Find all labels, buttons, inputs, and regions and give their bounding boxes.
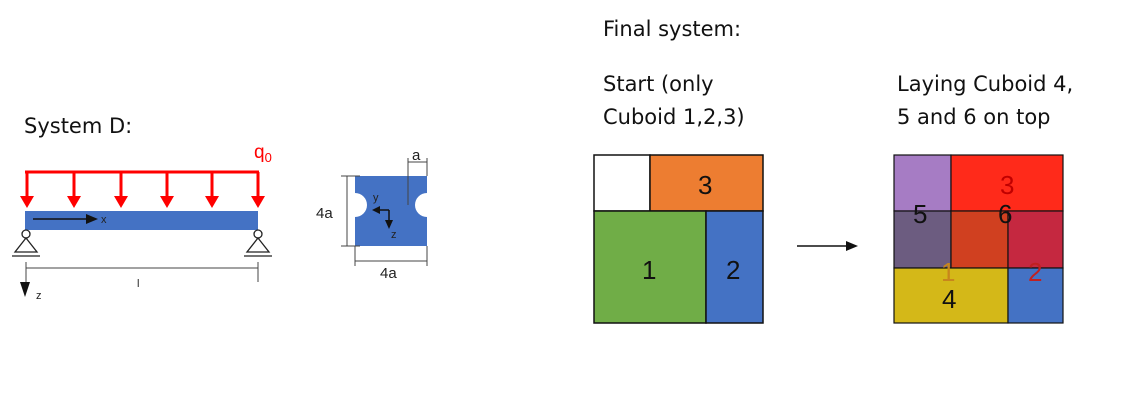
- section-z-label: z: [391, 229, 397, 241]
- hole-dimension: [407, 158, 428, 205]
- beam: [25, 211, 258, 230]
- y-arrow-icon: [372, 206, 380, 214]
- cuboid-6-label: 6: [998, 199, 1012, 229]
- length-label: l: [137, 278, 139, 290]
- cuboid-5-over-1: [893, 210, 952, 269]
- start-arrangement: [593, 154, 764, 324]
- section-axes: [372, 206, 393, 229]
- cuboid-3: [649, 154, 764, 212]
- x-label: x: [101, 214, 107, 226]
- load-arrow-icon: [160, 196, 174, 208]
- start-caption-line1: Start (only: [603, 72, 714, 96]
- left-pin-support: [12, 229, 40, 257]
- x-arrow-icon: [86, 214, 98, 224]
- cuboid-2-final: [1007, 267, 1064, 324]
- length-dimension: [25, 262, 259, 282]
- final-system-title: Final system:: [603, 17, 741, 41]
- section-y-label: y: [373, 192, 379, 204]
- hole-label: a: [412, 147, 421, 164]
- laying-caption-line2: 5 and 6 on top: [897, 105, 1051, 129]
- cross-section: [355, 176, 427, 246]
- load-label: q0: [254, 142, 272, 165]
- z-label: z: [36, 290, 42, 302]
- transition-arrow-icon: [846, 241, 858, 251]
- cuboid-3-label: 3: [698, 170, 712, 200]
- right-roller-support: [244, 229, 272, 257]
- distributed-load: [20, 170, 265, 208]
- z-arrow-icon: [20, 282, 30, 297]
- system-d-title: System D:: [24, 114, 132, 138]
- load-arrow-icon: [205, 196, 219, 208]
- width-label: 4a: [380, 265, 397, 282]
- cuboid-5-label: 5: [913, 199, 927, 229]
- final-arrangement: [893, 154, 1064, 324]
- z-arrow-icon: [385, 220, 393, 229]
- cuboid-2: [705, 210, 764, 324]
- load-arrow-icon: [114, 196, 128, 208]
- load-arrow-icon: [20, 196, 34, 208]
- empty-slot: [593, 154, 651, 212]
- cuboid-3-final-label: 3: [1000, 170, 1014, 200]
- start-caption-line2: Cuboid 1,2,3): [603, 105, 745, 129]
- cuboid-1-final-label: 1: [941, 257, 955, 287]
- cuboid-4-label: 4: [942, 284, 956, 314]
- cuboid-2-final-label: 2: [1028, 257, 1042, 287]
- cuboid-3-final: [950, 154, 1064, 212]
- width-dimension: [354, 246, 428, 266]
- cuboid-4: [893, 267, 1009, 324]
- laying-caption-line1: Laying Cuboid 4,: [897, 72, 1073, 96]
- cuboid-1-label: 1: [642, 255, 656, 285]
- cuboid-2-label: 2: [726, 255, 740, 285]
- load-arrow-icon: [251, 196, 265, 208]
- height-label: 4a: [316, 205, 333, 222]
- load-arrow-icon: [67, 196, 81, 208]
- height-dimension: [341, 175, 360, 247]
